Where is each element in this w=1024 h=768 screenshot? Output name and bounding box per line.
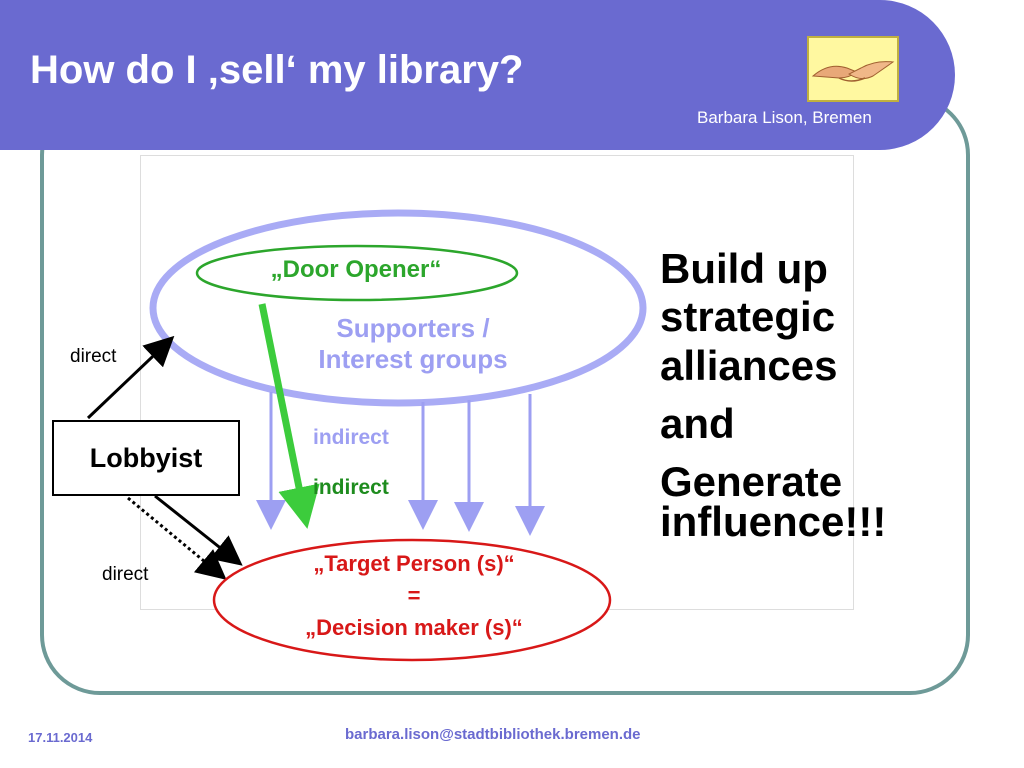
door-opener-ellipse — [195, 244, 519, 302]
side-line-6: influence!!! — [660, 498, 887, 546]
side-line-1: Build up — [660, 245, 828, 292]
direct-label-top: direct — [70, 346, 117, 367]
interest-groups-line: Interest groups — [318, 344, 508, 375]
supporters-label: Supporters / Interest groups — [290, 313, 536, 375]
target-label: „Target Person (s)“ = „Decision maker (s… — [215, 548, 613, 644]
target-line-2: = — [407, 582, 421, 608]
indirect-label-green: indirect — [313, 476, 389, 499]
direct-label-bottom: direct — [102, 564, 149, 585]
door-opener-arrow — [258, 303, 320, 529]
side-line-4: and — [660, 399, 735, 447]
lobbyist-box: Lobbyist — [52, 420, 240, 496]
target-ellipse — [212, 538, 612, 662]
side-message: Build up strategic alliances and Generat… — [660, 245, 886, 547]
author-label: Barbara Lison, Bremen — [697, 108, 872, 127]
target-line-1: „Target Person (s)“ — [313, 551, 515, 576]
target-line-3: „Decision maker (s)“ — [305, 614, 523, 640]
footer-date: 17.11.2014 — [28, 730, 93, 745]
side-line-2: strategic — [660, 293, 836, 341]
indirect-label-blue: indirect — [313, 426, 389, 449]
side-line-5: Generate — [660, 458, 843, 506]
side-line-3: alliances — [660, 341, 838, 389]
handshake-icon — [807, 36, 899, 102]
lobbyist-label: Lobbyist — [89, 442, 203, 473]
direct-arrow-up — [86, 335, 175, 420]
door-opener-label: „Door Opener“ — [270, 256, 442, 283]
supporters-ellipse — [149, 209, 647, 407]
dotted-arrow — [127, 496, 227, 580]
supporters-line: Supporters / — [336, 313, 490, 343]
footer-email: barbara.lison@stadtbibliothek.bremen.de — [345, 726, 641, 743]
title-bar: How do I ‚sell‘ my library? Barbara Liso… — [0, 0, 955, 150]
slide-title: How do I ‚sell‘ my library? — [30, 48, 524, 92]
